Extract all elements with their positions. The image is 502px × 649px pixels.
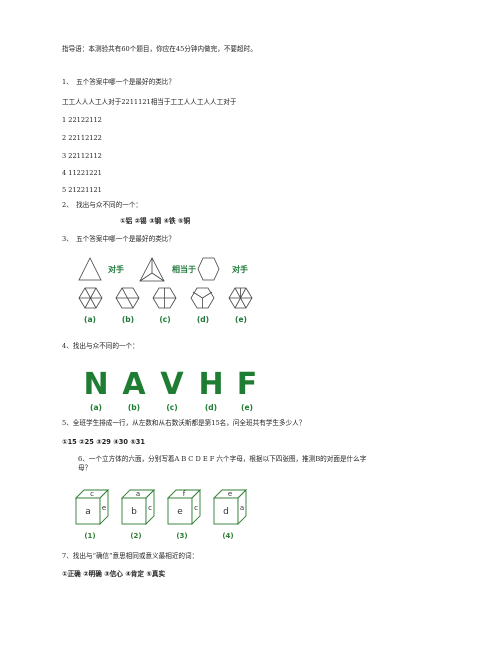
q3-option-d: (d): [197, 315, 209, 324]
q1-option-5: 5 21221121: [62, 186, 102, 194]
hexagon-d-shape: [190, 287, 215, 309]
q3-option-b: (b): [122, 315, 134, 324]
q3-option-a: (a): [84, 315, 96, 324]
cube-4-side: a: [240, 504, 244, 512]
cube-4-label: (4): [222, 532, 233, 540]
q2-title: 2、 找出与众不同的一个：: [62, 201, 143, 209]
cube-3: [166, 488, 202, 526]
intro-text: 指导语：本测验共有60个题目，你应在45分钟内做完，不要超时。: [62, 45, 257, 53]
cube-4-top: e: [228, 490, 232, 498]
q5-title: 5、全班学生排成一行，从左数和从右数沃斯都是第15名，问全班共有学生多少人？: [62, 419, 306, 427]
cube-2-top: a: [136, 490, 140, 498]
cube-2-front: b: [131, 507, 137, 517]
q1-option-3: 3 22112112: [62, 152, 102, 160]
cube-1-top: c: [90, 490, 94, 498]
cube-4-front: d: [223, 507, 229, 517]
q4-letter-e: F: [237, 367, 258, 402]
cube-2-side: c: [148, 504, 152, 512]
cube-3-front: e: [177, 507, 183, 517]
cube-4: [212, 488, 248, 526]
q4-option-b: (b): [128, 403, 140, 412]
q4-letter-d: H: [198, 367, 223, 402]
cube-1: [74, 488, 110, 526]
q1-option-2: 2 22112122: [62, 134, 102, 142]
hexagon-a-shape: [78, 287, 103, 309]
q4-option-e: (e): [241, 403, 253, 412]
cube-1-side: e: [102, 504, 106, 512]
triangle-shape: [78, 257, 102, 281]
cube-1-front: a: [85, 507, 91, 517]
q6-title: 6、一个立方体的六面，分别写着A B C D E F 六个字母，根据以下四张图，…: [78, 455, 367, 472]
q4-option-a: (a): [90, 403, 102, 412]
cube-2: [120, 488, 156, 526]
q3-label-opposite-2: 对手: [232, 264, 248, 274]
q3-option-c: (c): [159, 315, 170, 324]
q4-option-c: (c): [166, 403, 177, 412]
cube-3-side: c: [194, 504, 198, 512]
q7-options: ①正确 ②明确 ③信心 ④肯定 ⑤真实: [62, 570, 166, 578]
q1-title: 1、 五个答案中哪一个是最好的类比？: [62, 78, 175, 86]
q1-option-4: 4 11221221: [62, 169, 102, 177]
hexagon-c-shape: [152, 287, 177, 309]
q1-option-1: 1 22122112: [62, 116, 102, 124]
q2-options: ①铝 ②锡 ③钢 ④铁 ⑤铜: [120, 217, 191, 225]
q4-title: 4、找出与众不同的一个：: [62, 342, 139, 350]
q3-option-e: (e): [235, 315, 247, 324]
q7-title: 7、找出与“确信”意思相同或意义最相近的词：: [62, 552, 199, 560]
q3-title: 3、 五个答案中哪一个是最好的类比？: [62, 235, 175, 243]
q4-figure: N A V H F (a) (b) (c) (d) (e): [83, 367, 258, 412]
q4-option-d: (d): [205, 403, 217, 412]
cube-3-top: f: [183, 490, 186, 498]
cube-3-label: (3): [176, 532, 187, 540]
cube-1-label: (1): [84, 532, 95, 540]
hexagon-b-shape: [115, 287, 140, 309]
q5-options: ①15 ②25 ③29 ④30 ⑤31: [62, 438, 145, 446]
cube-2-label: (2): [130, 532, 141, 540]
q3-label-equivalent: 相当于: [172, 264, 196, 274]
hexagon-shape: [197, 257, 220, 281]
triangle-with-lines-shape: [139, 257, 165, 282]
q4-letter-c: V: [160, 367, 184, 402]
q1-stem: 工工人人人工人对于2211121相当于工工人人工人人工对于: [62, 98, 237, 106]
q6-figure: c a e a b c f e c e d a (1) (2) (3) (4): [74, 488, 248, 540]
q4-letter-b: A: [122, 367, 146, 402]
q3-label-opposite-1: 对手: [108, 264, 124, 274]
q4-letter-a: N: [83, 367, 108, 402]
hexagon-e-shape: [228, 287, 253, 309]
q3-figure: 对手 相当于 对手 (a) (b) (c) (d) (e): [78, 257, 253, 324]
